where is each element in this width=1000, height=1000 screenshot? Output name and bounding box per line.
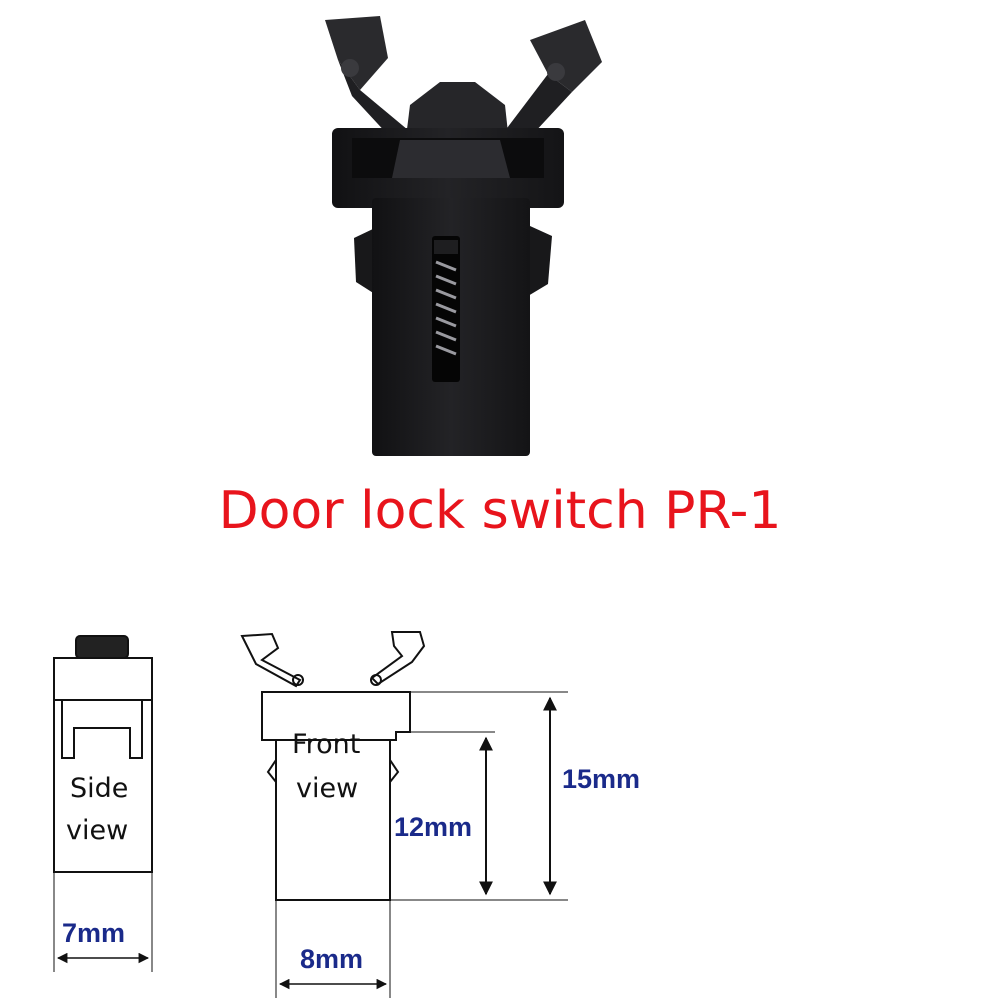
spring-coil bbox=[435, 260, 457, 356]
front-view-label-line2: view bbox=[296, 773, 359, 804]
front-view-drawing bbox=[240, 631, 568, 998]
product-title: Door lock switch PR-1 bbox=[218, 481, 782, 541]
dimension-front-width: 8mm bbox=[300, 944, 364, 974]
right-side-tab bbox=[528, 226, 552, 296]
side-view-label-line2: view bbox=[66, 815, 129, 846]
dimension-inner-height: 12mm bbox=[394, 812, 473, 842]
dimension-side-width: 7mm bbox=[62, 918, 126, 948]
side-view-label-line1: Side bbox=[70, 773, 129, 804]
front-view-label-line1: Front bbox=[292, 729, 361, 760]
product-photo bbox=[325, 16, 602, 456]
side-view-drawing bbox=[53, 635, 153, 972]
dimension-total-height: 15mm bbox=[562, 764, 641, 794]
left-latch-arm bbox=[325, 16, 420, 150]
